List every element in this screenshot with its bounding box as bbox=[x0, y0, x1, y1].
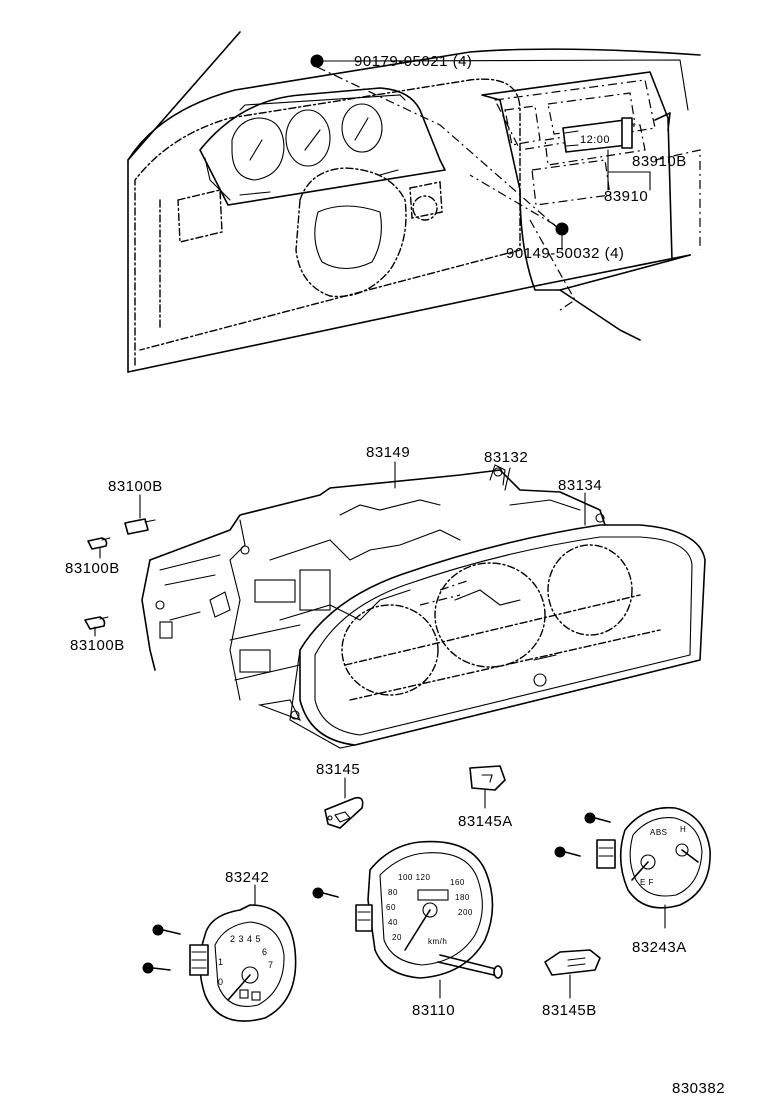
tachometer-gauge: 2 3 4 5 6 7 1 0 bbox=[189, 904, 297, 1022]
svg-text:E F: E F bbox=[640, 878, 654, 887]
svg-text:40: 40 bbox=[388, 918, 398, 927]
screw-icon bbox=[310, 54, 561, 231]
svg-text:H: H bbox=[680, 825, 686, 834]
svg-text:0: 0 bbox=[218, 977, 224, 987]
circuit-board-icon bbox=[469, 765, 506, 791]
bulb-icon bbox=[87, 537, 111, 550]
part-label-83145B: 83145B bbox=[542, 1002, 597, 1019]
clock-display-text: 12:00 bbox=[580, 134, 610, 146]
svg-text:180: 180 bbox=[455, 893, 470, 902]
screw-icon bbox=[142, 962, 171, 974]
svg-text:100 120: 100 120 bbox=[398, 873, 430, 882]
svg-text:2 3 4 5: 2 3 4 5 bbox=[230, 934, 261, 944]
bulb-icon bbox=[124, 518, 156, 535]
cluster-assembly-illustration bbox=[141, 464, 706, 749]
svg-text:6: 6 bbox=[262, 947, 268, 957]
part-label-83910B: 83910B bbox=[632, 153, 687, 170]
drawing-number: 830382 bbox=[672, 1080, 725, 1097]
svg-text:20: 20 bbox=[392, 933, 402, 942]
speed-unit-text: km/h bbox=[428, 937, 447, 946]
svg-text:ABS: ABS bbox=[650, 828, 668, 837]
svg-text:80: 80 bbox=[388, 888, 398, 897]
screw-icon bbox=[469, 174, 569, 251]
part-label-83134: 83134 bbox=[558, 477, 602, 494]
svg-text:60: 60 bbox=[386, 903, 396, 912]
part-label-83100B: 83100B bbox=[108, 478, 163, 495]
part-label-90149-50032: 90149-50032 (4) bbox=[506, 245, 624, 262]
part-label-83145: 83145 bbox=[316, 761, 360, 778]
part-label-83145A: 83145A bbox=[458, 813, 513, 830]
svg-text:1: 1 bbox=[218, 957, 224, 967]
screw-icon bbox=[312, 887, 339, 899]
bulb-icon bbox=[84, 616, 109, 630]
dashboard-illustration: 12:00 bbox=[127, 31, 701, 373]
screw-icon bbox=[584, 812, 611, 824]
svg-text:160: 160 bbox=[450, 878, 465, 887]
part-label-83132: 83132 bbox=[484, 449, 528, 466]
circuit-board-icon bbox=[324, 796, 364, 829]
part-label-83149: 83149 bbox=[366, 444, 410, 461]
circuit-board-icon bbox=[544, 949, 601, 976]
part-label-83100B: 83100B bbox=[70, 637, 125, 654]
part-label-83242: 83242 bbox=[225, 869, 269, 886]
part-label-83243A: 83243A bbox=[632, 939, 687, 956]
part-label-83100B: 83100B bbox=[65, 560, 120, 577]
screw-icon bbox=[152, 924, 181, 936]
part-label-90179-05021: 90179-05021 (4) bbox=[354, 53, 472, 70]
part-label-83910: 83910 bbox=[604, 188, 648, 205]
screw-icon bbox=[554, 846, 581, 858]
speedometer-gauge: 100 120 160 80 180 60 200 40 20 km/h bbox=[355, 840, 503, 979]
svg-text:7: 7 bbox=[268, 960, 274, 970]
part-label-83110: 83110 bbox=[412, 1002, 455, 1019]
combination-gauge: ABS H E F bbox=[596, 806, 711, 909]
svg-text:200: 200 bbox=[458, 908, 473, 917]
